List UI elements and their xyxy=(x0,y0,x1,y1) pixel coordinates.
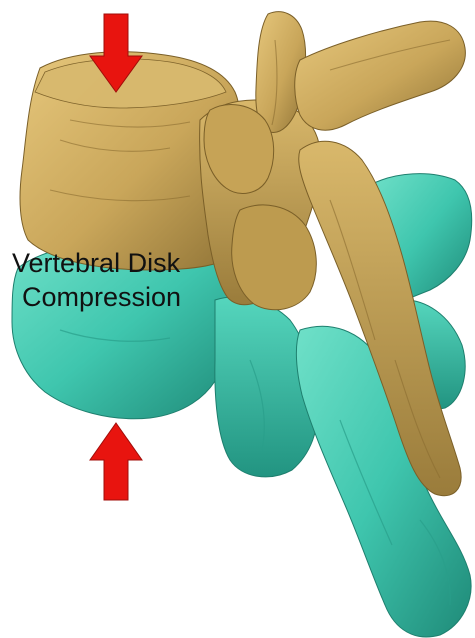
upper-vertebra-transverse-process xyxy=(295,21,466,130)
annotation-line-1: Vertebral Disk xyxy=(12,248,181,278)
annotation-line-2: Compression xyxy=(22,282,181,312)
bottom-arrow xyxy=(90,423,142,500)
